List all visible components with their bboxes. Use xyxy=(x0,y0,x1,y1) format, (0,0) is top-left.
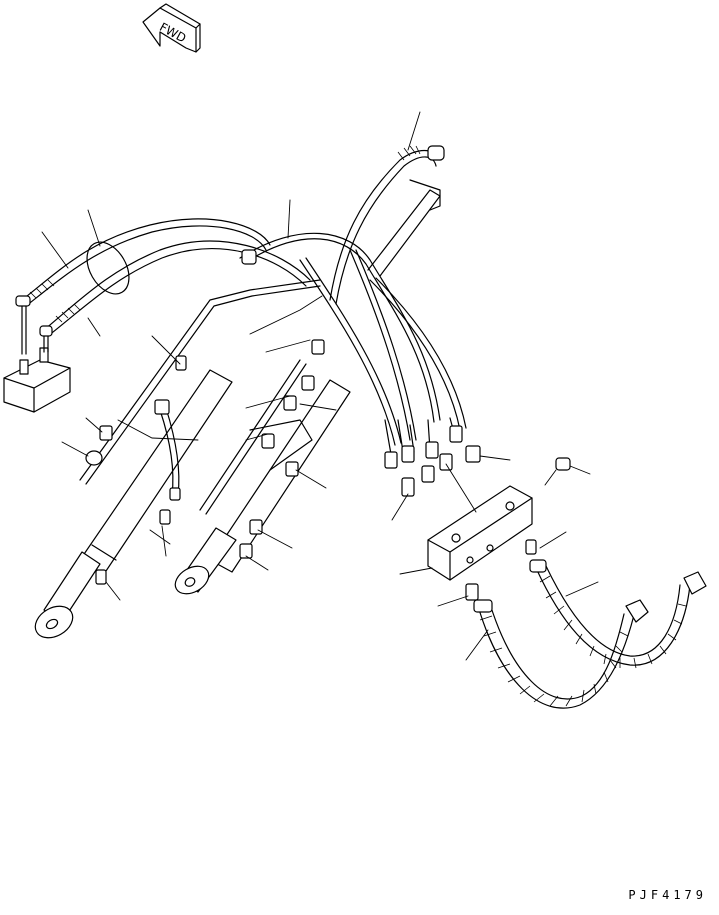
crossing-hoses xyxy=(239,145,467,469)
upper-left-hoses xyxy=(15,218,311,355)
leader-lines xyxy=(41,111,599,661)
fwd-arrow: FWD xyxy=(142,3,201,53)
drawing-code: PJF4179 xyxy=(628,888,707,902)
manifold-block xyxy=(401,445,571,601)
right-cylinder xyxy=(174,249,351,595)
left-valve-block xyxy=(3,347,71,413)
corrugated-hoses xyxy=(473,559,707,709)
left-cylinder xyxy=(34,279,321,639)
